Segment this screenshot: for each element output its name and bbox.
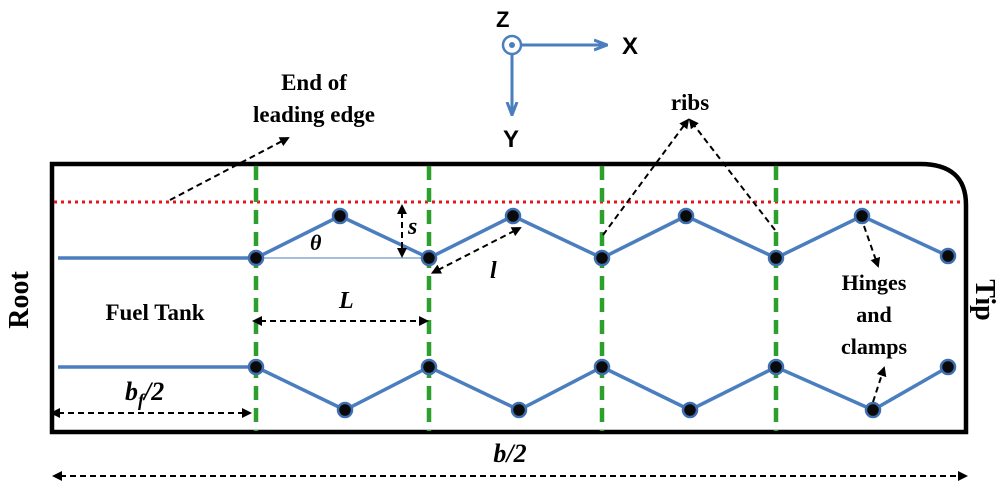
clamps-pointer-down: [872, 366, 887, 403]
end-of-leading-edge-label: End of: [281, 70, 347, 95]
ribs-pointer-right: [688, 118, 776, 231]
hinge-node: [767, 358, 785, 376]
hinge-node: [336, 401, 354, 419]
theta-label: θ: [310, 230, 322, 255]
l-label: l: [490, 258, 497, 284]
hinge-node: [939, 247, 957, 265]
coordinate-axes: Z X Y: [496, 7, 638, 153]
hinge-node: [331, 207, 349, 225]
end-of-leading-edge-label-2: leading edge: [253, 102, 375, 127]
hinges-label-2: and: [856, 302, 891, 327]
b-half-label: b/2: [493, 439, 526, 468]
hinge-node: [767, 249, 785, 267]
hinges-label-3: clamps: [841, 334, 907, 359]
hinge-node: [864, 401, 882, 419]
hinge-node: [853, 207, 871, 225]
hinge-node: [420, 249, 438, 267]
hinge-node: [593, 249, 611, 267]
y-axis-label: Y: [503, 126, 519, 153]
ribs: [253, 166, 779, 431]
z-axis-label: Z: [496, 7, 509, 32]
hinge-node: [247, 249, 265, 267]
hinge-node: [504, 207, 522, 225]
bf-half-label: bf/2: [125, 377, 164, 410]
ribs-label: ribs: [671, 90, 709, 115]
hinge-node: [939, 358, 957, 376]
root-label: Root: [4, 271, 35, 329]
hinge-node: [593, 358, 611, 376]
hinge-node: [510, 401, 528, 419]
fuel-tank-label: Fuel Tank: [105, 300, 204, 325]
L-label: L: [338, 288, 354, 314]
s-label: s: [407, 214, 417, 240]
leading-edge-pointer: [169, 137, 290, 201]
tip-label: Tip: [969, 279, 1000, 321]
wing-outline: [49, 161, 969, 435]
x-axis-label: X: [622, 33, 638, 60]
ribs-pointer-left: [602, 118, 690, 236]
hinge-node: [247, 358, 265, 376]
hinges-pointer-up: [863, 225, 881, 268]
hinge-node: [677, 207, 695, 225]
l-dimension: [430, 227, 522, 274]
annotation-arrows: [50, 118, 968, 481]
hinge-node: [681, 401, 699, 419]
hinge-node: [420, 358, 438, 376]
hinges-label-1: Hinges: [842, 270, 907, 295]
